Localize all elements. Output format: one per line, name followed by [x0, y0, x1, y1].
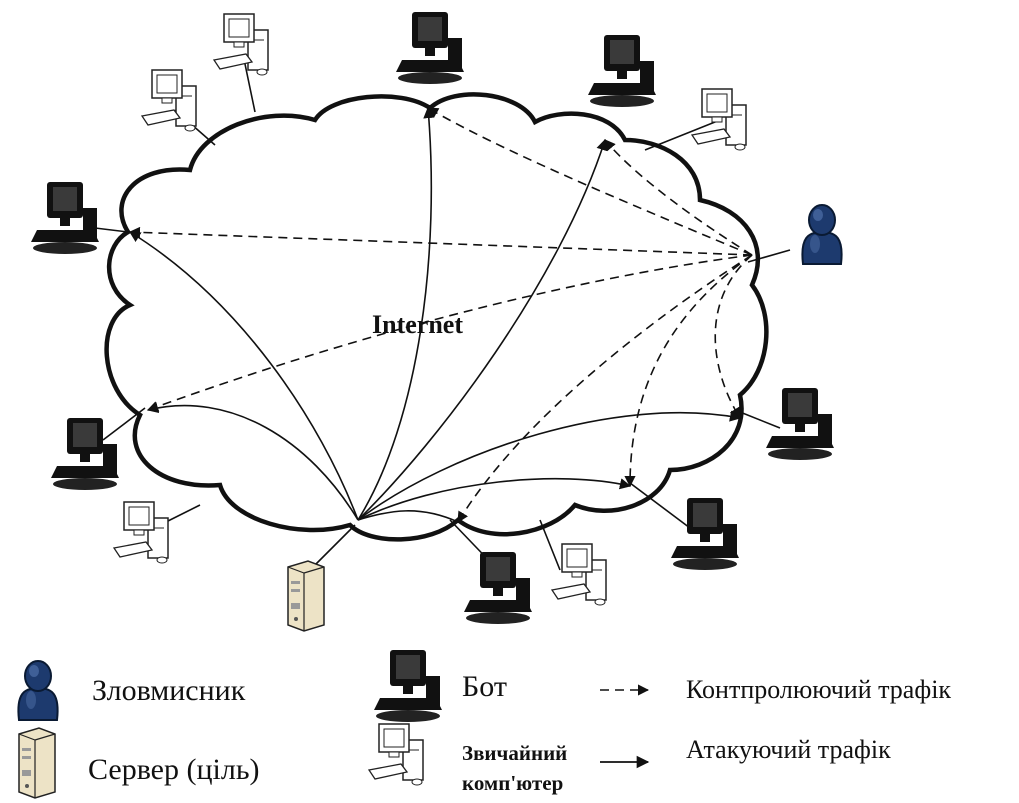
- legend-computer-label-line1: Звичайний: [462, 741, 567, 765]
- computer-icon: [691, 88, 747, 151]
- cloud-label: Internet: [372, 310, 463, 339]
- legend-computer-label-line2: комп'ютер: [462, 771, 563, 795]
- bot-icon: [766, 388, 834, 460]
- computer-icon: [213, 13, 269, 76]
- legend-bot-label: Бот: [462, 670, 507, 703]
- legend-bot-icon: [374, 650, 442, 722]
- legend-server-label: Сервер (ціль): [88, 753, 260, 786]
- computer-icon: [113, 501, 169, 564]
- bot-icon: [31, 182, 99, 254]
- bot-icon: [588, 35, 656, 107]
- legend-control-label: Контпролюючий трафік: [686, 675, 951, 704]
- legend-attacker-icon: [17, 660, 59, 721]
- legend: Зловмисник Сервер (ціль) Бот Звичайний к…: [17, 650, 951, 799]
- computer-icon: [551, 543, 607, 606]
- legend-attack-label: Атакуючий трафік: [686, 735, 891, 764]
- attacker-icon: [801, 204, 843, 265]
- control-traffic: [128, 107, 753, 523]
- bot-icon: [464, 552, 532, 624]
- bot-icon: [396, 12, 464, 84]
- server-icon: [287, 560, 325, 632]
- legend-attacker-label: Зловмисник: [92, 674, 246, 707]
- bot-icon: [671, 498, 739, 570]
- legend-computer-icon: [368, 723, 424, 786]
- legend-server-icon: [18, 727, 56, 799]
- attack-traffic: [129, 106, 742, 523]
- computer-icon: [141, 69, 197, 132]
- bot-icon: [51, 418, 119, 490]
- internet-cloud: [104, 92, 769, 542]
